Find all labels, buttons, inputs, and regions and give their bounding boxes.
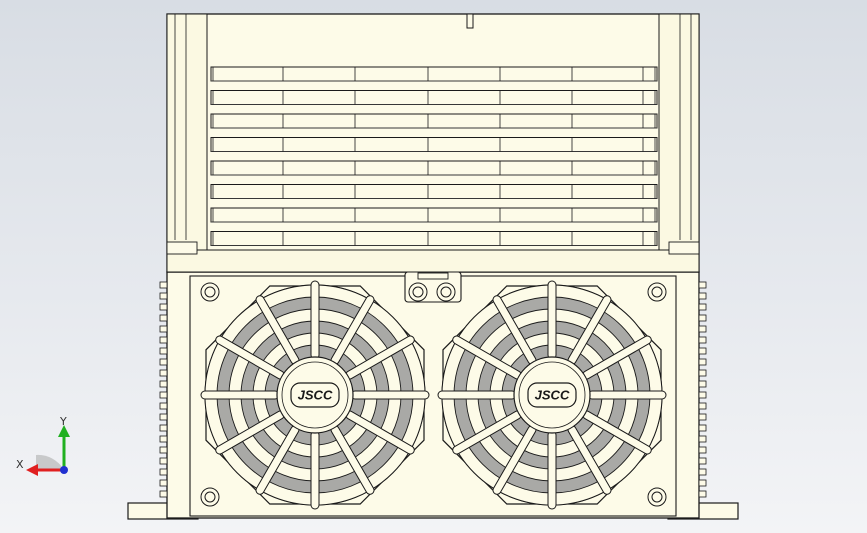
x-axis-label: X — [16, 458, 24, 471]
side-fin — [159, 468, 168, 476]
top-fin — [210, 184, 658, 199]
top-fin — [210, 137, 658, 152]
side-fin — [159, 358, 168, 366]
side-fin — [698, 468, 707, 476]
mounting-screws — [200, 282, 667, 507]
cooling-fans: JSCC JSCC — [200, 280, 667, 510]
side-fin — [159, 435, 168, 443]
side-fin — [159, 281, 168, 289]
right-heatsink-fins — [698, 281, 707, 498]
y-axis-label: Y — [59, 415, 67, 428]
cover-left-rail — [166, 13, 208, 273]
side-fin — [698, 292, 707, 300]
side-fin — [698, 314, 707, 322]
screw — [647, 282, 667, 302]
side-fin — [698, 347, 707, 355]
side-fin — [159, 402, 168, 410]
side-fin — [159, 446, 168, 454]
inverter-model[interactable]: JSCC JSCC — [127, 13, 739, 520]
cover-bottom-strip — [166, 249, 700, 273]
side-fin — [698, 325, 707, 333]
top-latch — [466, 13, 474, 29]
side-fin — [698, 435, 707, 443]
screw — [647, 487, 667, 507]
side-fin — [698, 336, 707, 344]
side-fin — [698, 457, 707, 465]
side-fin — [698, 369, 707, 377]
side-fin — [159, 336, 168, 344]
fan-brand-label: JSCC — [298, 388, 333, 403]
side-fin — [159, 424, 168, 432]
side-fin — [698, 303, 707, 311]
side-fin — [159, 391, 168, 399]
top-fin — [210, 231, 658, 246]
side-fin — [159, 325, 168, 333]
side-fin — [159, 314, 168, 322]
cover-right-rail — [658, 13, 700, 273]
screw — [408, 282, 428, 302]
screw — [436, 282, 456, 302]
top-fin — [210, 66, 658, 82]
top-fin — [210, 207, 658, 223]
top-fin — [210, 113, 658, 129]
side-fin — [159, 347, 168, 355]
side-fin — [159, 303, 168, 311]
top-fin — [210, 90, 658, 105]
axis-triad: X Y — [16, 415, 70, 476]
side-fin — [698, 402, 707, 410]
side-fin — [159, 413, 168, 421]
cooling-fan: JSCC — [437, 280, 667, 510]
top-cooling-fins — [210, 66, 658, 246]
side-fin — [698, 281, 707, 289]
cooling-fan: JSCC — [200, 280, 430, 510]
side-fin — [698, 479, 707, 487]
side-fin — [159, 479, 168, 487]
side-fin — [159, 369, 168, 377]
screw — [200, 487, 220, 507]
side-fin — [698, 358, 707, 366]
side-fin — [159, 380, 168, 388]
side-fin — [698, 446, 707, 454]
side-fin — [159, 292, 168, 300]
side-fin — [159, 490, 168, 498]
fan-brand-label: JSCC — [535, 388, 570, 403]
side-fin — [698, 391, 707, 399]
side-fin — [698, 413, 707, 421]
side-fin — [159, 457, 168, 465]
top-fin — [210, 160, 658, 176]
z-axis-dot — [60, 466, 68, 474]
screw — [200, 282, 220, 302]
side-fin — [698, 380, 707, 388]
left-heatsink-fins — [159, 281, 168, 498]
side-fin — [698, 490, 707, 498]
x-axis-arrow — [26, 464, 38, 476]
y-axis-arrow — [58, 425, 70, 437]
side-fin — [698, 424, 707, 432]
